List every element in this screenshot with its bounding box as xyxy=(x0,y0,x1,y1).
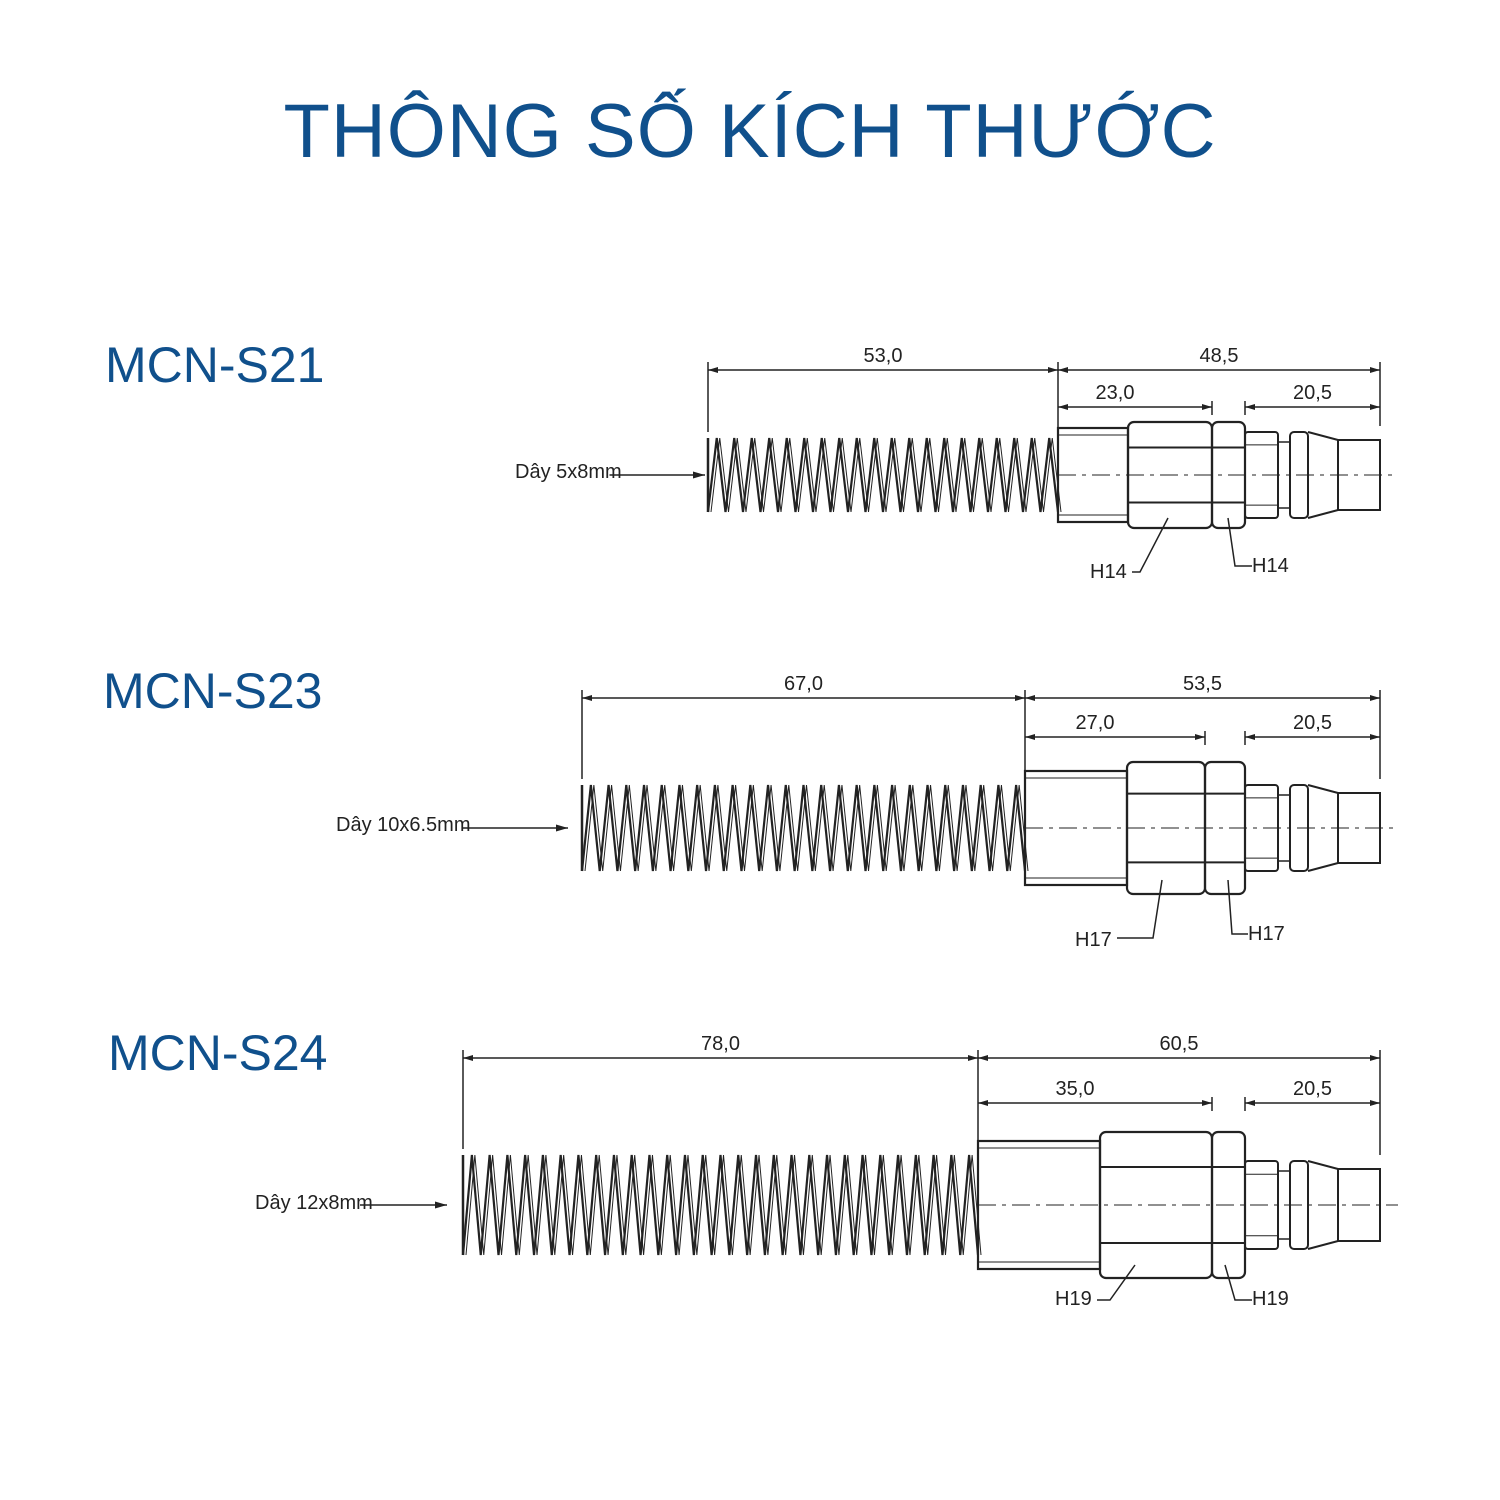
arrowhead xyxy=(1025,695,1035,701)
arrowhead xyxy=(435,1201,447,1209)
arrowhead xyxy=(1202,1100,1212,1106)
arrowhead xyxy=(708,367,718,373)
spring-coil xyxy=(580,784,1027,872)
dim-plug-length: 20,5 xyxy=(1293,382,1332,404)
arrowhead xyxy=(1048,367,1058,373)
arrowhead xyxy=(1370,404,1380,410)
arrowhead xyxy=(1195,734,1205,740)
hex-size-label: H19 xyxy=(1252,1288,1289,1310)
arrowhead xyxy=(582,695,592,701)
model-label-s23: MCN-S23 xyxy=(103,663,323,719)
arrowhead xyxy=(1370,1055,1380,1061)
hex-size-label: H14 xyxy=(1090,561,1127,583)
model-label-s24: MCN-S24 xyxy=(108,1025,328,1081)
dim-spring-length: 53,0 xyxy=(864,345,903,367)
arrowhead xyxy=(1245,1100,1255,1106)
hose-label: Dây 5x8mm xyxy=(515,461,622,483)
spring-coil xyxy=(584,784,1029,872)
arrowhead xyxy=(1015,695,1025,701)
arrowhead xyxy=(556,824,568,832)
arrowhead xyxy=(968,1055,978,1061)
hex-size-label: H14 xyxy=(1252,555,1289,577)
spring-coil xyxy=(706,437,1060,513)
dim-fitting-length: 53,5 xyxy=(1183,673,1222,695)
hex-leader xyxy=(1097,1264,1136,1301)
spring-coil xyxy=(710,437,1062,513)
dim-fitting-length: 60,5 xyxy=(1160,1033,1199,1055)
spring-coil xyxy=(461,1154,980,1256)
dim-spring-length: 67,0 xyxy=(784,673,823,695)
dim-hex-length: 23,0 xyxy=(1096,382,1135,404)
arrowhead xyxy=(463,1055,473,1061)
dim-plug-length: 20,5 xyxy=(1293,1078,1332,1100)
hex-size-label: H19 xyxy=(1055,1288,1092,1310)
arrowhead xyxy=(1370,367,1380,373)
hex-leader xyxy=(1117,879,1163,939)
dim-plug-length: 20,5 xyxy=(1293,712,1332,734)
model-label-s21: MCN-S21 xyxy=(105,337,325,393)
arrowhead xyxy=(1202,404,1212,410)
arrowhead xyxy=(1370,695,1380,701)
hose-label: Dây 10x6.5mm xyxy=(336,814,471,836)
arrowhead xyxy=(1370,734,1380,740)
arrowhead xyxy=(1058,404,1068,410)
dim-fitting-length: 48,5 xyxy=(1200,345,1239,367)
hose-label: Dây 12x8mm xyxy=(255,1192,373,1214)
arrowhead xyxy=(1245,404,1255,410)
hex-leader xyxy=(1224,1264,1252,1301)
arrowhead xyxy=(693,471,705,479)
dim-hex-length: 27,0 xyxy=(1076,712,1115,734)
spring-coil xyxy=(465,1154,982,1256)
arrowhead xyxy=(1245,734,1255,740)
arrowhead xyxy=(1025,734,1035,740)
hex-leader xyxy=(1132,517,1169,573)
arrowhead xyxy=(978,1100,988,1106)
dim-spring-length: 78,0 xyxy=(701,1033,740,1055)
arrowhead xyxy=(1370,1100,1380,1106)
hex-leader xyxy=(1227,879,1248,935)
arrowhead xyxy=(1058,367,1068,373)
hex-size-label: H17 xyxy=(1248,923,1285,945)
hex-size-label: H17 xyxy=(1075,929,1112,951)
arrowhead xyxy=(978,1055,988,1061)
hex-leader xyxy=(1227,517,1252,567)
page-title: THÔNG SỐ KÍCH THƯỚC xyxy=(283,89,1217,174)
dim-hex-length: 35,0 xyxy=(1056,1078,1095,1100)
